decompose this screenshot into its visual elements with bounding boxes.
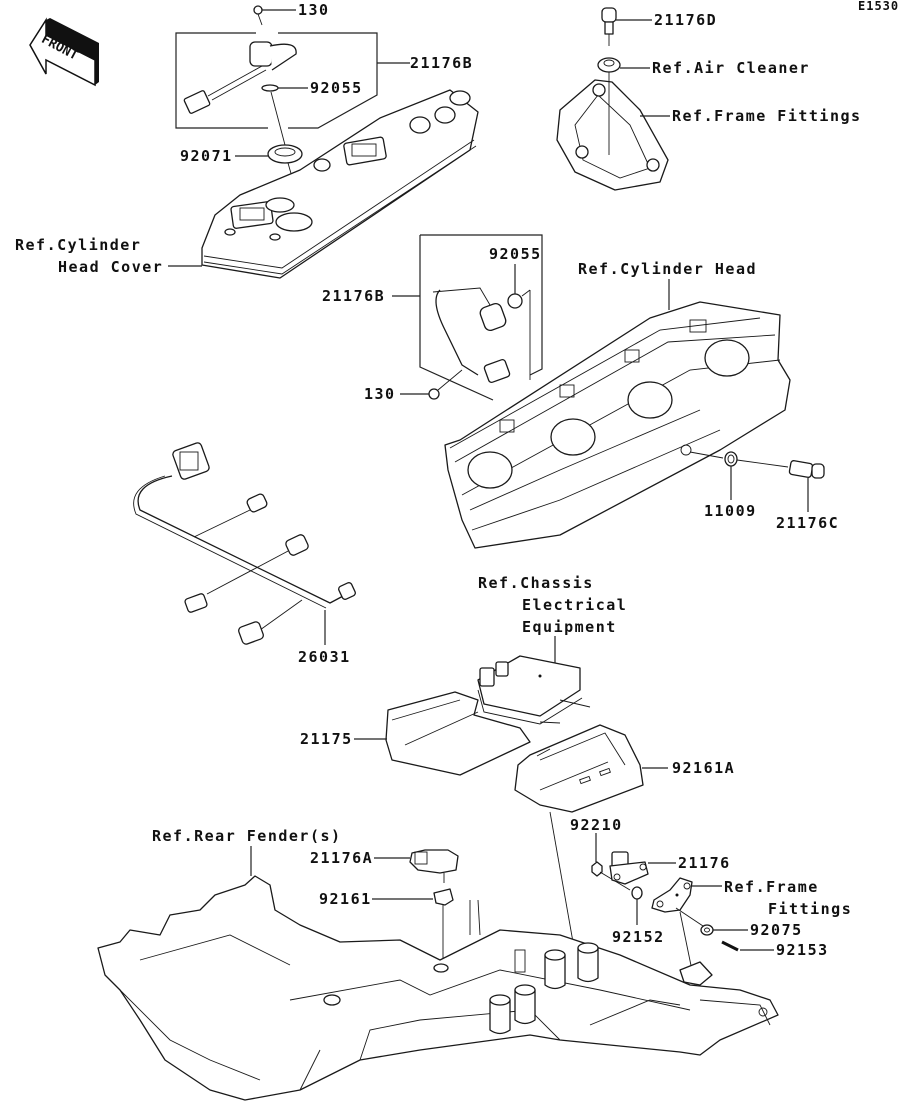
frame-fitting-bracket-bottom	[651, 877, 722, 913]
callout-21176C[interactable]: 21176C	[776, 514, 839, 532]
callout-ref-cylinder-head-cover-1[interactable]: Ref.Cylinder	[15, 236, 141, 254]
callout-21176B-mid[interactable]: 21176B	[322, 287, 385, 305]
front-arrow-icon: FRONT	[29, 17, 99, 87]
cylinder-head	[444, 301, 791, 549]
oring-92055-top[interactable]	[261, 84, 308, 92]
callout-11009[interactable]: 11009	[704, 502, 757, 520]
callout-92071[interactable]: 92071	[180, 147, 233, 165]
sensor-21176C[interactable]	[788, 460, 825, 512]
rear-fender	[97, 875, 779, 1101]
callout-21176A[interactable]: 21176A	[310, 849, 373, 867]
washer-92075[interactable]	[700, 924, 748, 936]
sensor-21176B-mid[interactable]	[432, 287, 511, 384]
callout-92153[interactable]: 92153	[776, 941, 829, 959]
ecu-holder-92161A[interactable]	[514, 724, 668, 813]
callout-92210[interactable]: 92210	[570, 816, 623, 834]
callout-92075[interactable]: 92075	[750, 921, 803, 939]
callout-ref-chassis-3[interactable]: Equipment	[522, 618, 617, 636]
ecu-cover-21175[interactable]	[354, 691, 531, 776]
callout-ref-air-cleaner[interactable]: Ref.Air Cleaner	[652, 59, 810, 77]
sensor-21176D[interactable]	[601, 7, 652, 46]
callout-92161A[interactable]: 92161A	[672, 759, 735, 777]
callout-ref-chassis-1[interactable]: Ref.Chassis	[478, 574, 594, 592]
kit-box-mid	[419, 235, 494, 401]
callout-ref-rear-fender[interactable]: Ref.Rear Fender(s)	[152, 827, 342, 845]
grommet-92071[interactable]	[235, 144, 303, 164]
damper-92161[interactable]	[372, 888, 454, 965]
screw-92153[interactable]	[721, 940, 774, 952]
collar-92152[interactable]	[631, 886, 643, 925]
diagram-code: E1530	[858, 0, 899, 13]
callout-130-top[interactable]: 130	[298, 1, 330, 19]
oring-92055-mid[interactable]	[507, 264, 523, 309]
callout-26031[interactable]: 26031	[298, 648, 351, 666]
kit-box-top	[175, 32, 268, 129]
callout-21175[interactable]: 21175	[300, 730, 353, 748]
wiring-harness-26031[interactable]	[133, 442, 357, 645]
cylinder-head-cover	[201, 89, 479, 279]
callout-92055-mid[interactable]: 92055	[489, 245, 542, 263]
sensor-21176B-top[interactable]	[183, 41, 297, 114]
callout-92161[interactable]: 92161	[319, 890, 372, 908]
callout-ref-cylinder-head-cover-2[interactable]: Head Cover	[58, 258, 163, 276]
callout-ref-cylinder-head[interactable]: Ref.Cylinder Head	[578, 260, 757, 278]
sensor-21176A[interactable]	[374, 849, 459, 883]
callout-ref-chassis-2[interactable]: Electrical	[522, 596, 627, 614]
callout-92055-top[interactable]: 92055	[310, 79, 363, 97]
callout-21176B-top[interactable]: 21176B	[410, 54, 473, 72]
callout-21176D[interactable]: 21176D	[654, 11, 717, 29]
grommet-air-cleaner[interactable]	[597, 57, 650, 73]
ecu-unit	[477, 655, 583, 725]
callout-130-mid[interactable]: 130	[364, 385, 396, 403]
callout-ref-frame-fittings-bottom-1[interactable]: Ref.Frame	[724, 878, 819, 896]
bolt-130-mid[interactable]	[400, 369, 463, 400]
callout-ref-frame-fittings-bottom-2[interactable]: Fittings	[768, 900, 852, 918]
bolt-130-top[interactable]	[253, 5, 296, 26]
nut-92210[interactable]	[591, 861, 603, 877]
callout-ref-frame-fittings-top[interactable]: Ref.Frame Fittings	[672, 107, 862, 125]
callout-92152[interactable]: 92152	[612, 928, 665, 946]
gasket-11009[interactable]	[724, 451, 738, 500]
sensor-21176[interactable]	[609, 851, 676, 885]
frame-fitting-bracket	[556, 72, 669, 191]
callout-21176[interactable]: 21176	[678, 854, 731, 872]
